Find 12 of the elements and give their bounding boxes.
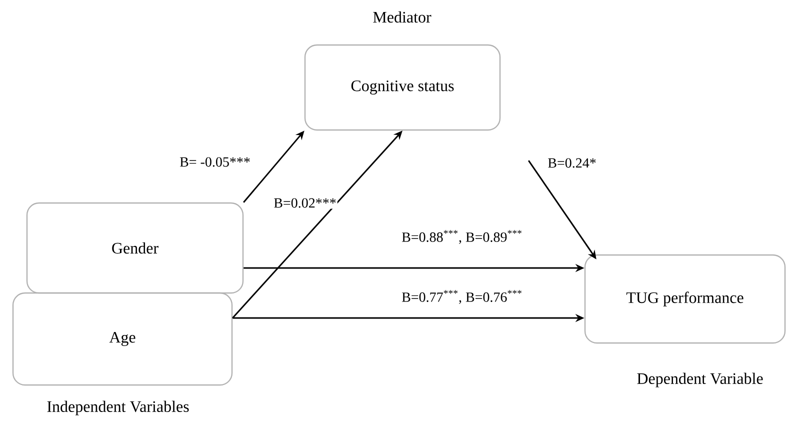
edge-label: B=0.02*** [272, 197, 338, 209]
node-caption: Dependent Variable [637, 372, 763, 388]
edge-label: B=0.77$^{***}$, B=0.76$^{***}$ [400, 289, 524, 305]
node-caption: Mediator [373, 11, 432, 23]
edge-label: B=0.24* [546, 157, 598, 169]
process-box: Age [12, 292, 233, 386]
edge-label: B=0.88$^{***}$, B=0.89$^{***}$ [400, 229, 524, 245]
edge-label: B= -0.05*** [178, 156, 252, 168]
process-box: TUG performance [584, 254, 786, 344]
process-box: Cognitive status [304, 44, 501, 131]
process-box: Gender [26, 202, 244, 294]
group-label: Independent Variables [47, 400, 189, 416]
